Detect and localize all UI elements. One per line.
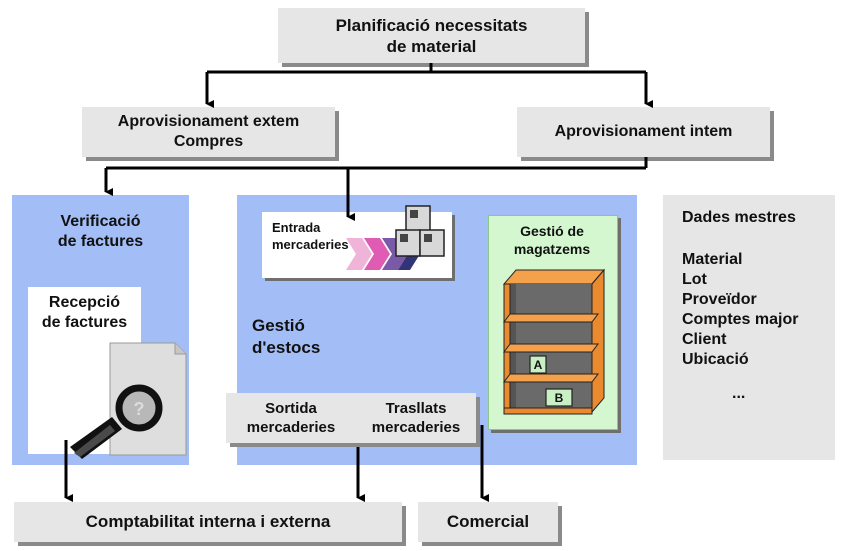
shelf-box-a-label: A — [534, 358, 543, 372]
sortida-box: Sortida mercaderies — [226, 393, 356, 443]
entrada-line1: Entrada — [272, 220, 321, 235]
aprovisionament-extern-box: Aprovisionament extem Compres — [82, 107, 335, 157]
comercial-box: Comercial — [418, 502, 558, 542]
shelf-box-a-icon — [529, 355, 547, 374]
dades-item-proveidor: Proveïdor — [682, 291, 757, 308]
shelf-box-b-icon — [545, 388, 573, 407]
trasllats-line2: mercaderies — [371, 419, 461, 436]
svg-text:?: ? — [134, 399, 145, 419]
dades-item-lot: Lot — [682, 271, 707, 288]
aprovisionament-extern-line2: Compres — [173, 133, 244, 150]
gestio-estocs-label: Gestió d'estocs — [252, 315, 320, 359]
trasllats-box: Trasllats mercaderies — [356, 393, 476, 443]
comercial-label: Comercial — [446, 512, 530, 531]
entrada-line2: mercaderies — [272, 237, 349, 252]
entrada-label: Entrada mercaderies — [272, 219, 349, 253]
gestio-magatzems-line1: Gestió de — [520, 223, 584, 239]
trasllats-line1: Trasllats — [385, 400, 447, 417]
gestio-estocs-line1: Gestió — [252, 316, 305, 335]
invoice-magnifier-icon: ? — [70, 342, 187, 459]
shelf-box-b-label: B — [555, 391, 564, 405]
planificacio-line2: de material — [386, 36, 477, 56]
verificacio-line2: de factures — [57, 233, 144, 250]
gestio-magatzems-line2: magatzems — [513, 241, 591, 257]
dades-item-client: Client — [682, 331, 727, 348]
recepcio-line1: Recepció — [48, 294, 121, 311]
dades-item-more: ... — [732, 385, 746, 402]
dades-item-ubicacio: Ubicació — [682, 351, 749, 368]
planificacio-box: Planificació necessitats de material — [278, 8, 585, 63]
incoming-goods-icon — [346, 205, 445, 270]
verificacio-label: Verificació de factures — [12, 212, 189, 252]
dades-mestres-title: Dades mestres — [682, 209, 796, 226]
dades-mestres-panel — [663, 195, 835, 460]
dades-item-comptes-major: Comptes major — [682, 311, 799, 328]
dades-mestres-content: Dades mestres Material Lot Proveïdor Com… — [682, 208, 798, 404]
comptabilitat-box: Comptabilitat interna i externa — [14, 502, 402, 542]
gestio-estocs-line2: d'estocs — [252, 338, 321, 357]
sortida-line1: Sortida — [265, 400, 317, 417]
recepcio-line2: de factures — [41, 314, 128, 331]
recepcio-label: Recepció de factures — [28, 293, 141, 333]
planificacio-line1: Planificació necessitats — [335, 15, 528, 35]
warehouse-shelf-icon: A B — [502, 268, 606, 415]
aprovisionament-intern-label: Aprovisionament intem — [554, 123, 733, 140]
sortida-line2: mercaderies — [246, 419, 336, 436]
comptabilitat-label: Comptabilitat interna i externa — [85, 512, 331, 531]
gestio-magatzems-label: Gestió de magatzems — [488, 222, 616, 258]
verificacio-line1: Verificació — [60, 213, 141, 230]
aprovisionament-extern-line1: Aprovisionament extem — [117, 113, 300, 130]
dades-item-material: Material — [682, 251, 743, 268]
aprovisionament-intern-box: Aprovisionament intem — [517, 107, 770, 157]
